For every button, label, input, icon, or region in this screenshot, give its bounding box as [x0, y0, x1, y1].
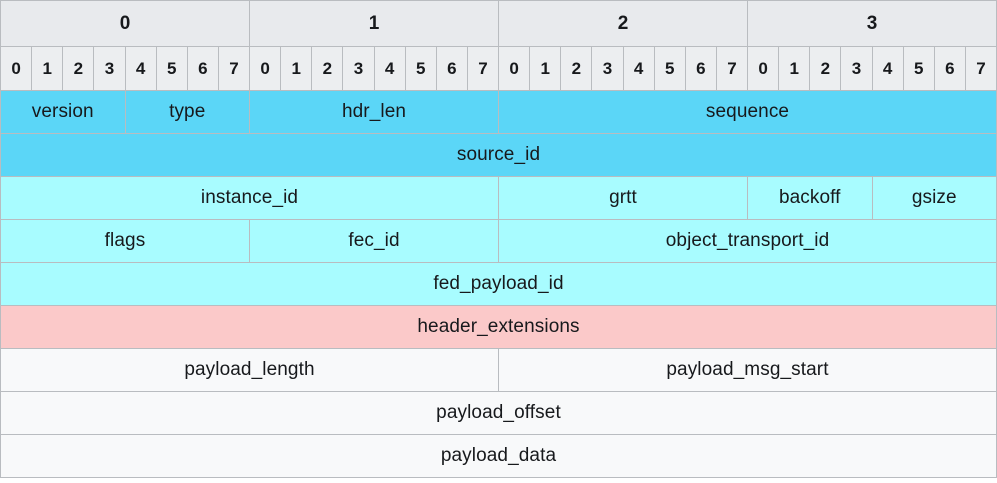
byte-offset-cell: 2	[498, 0, 748, 47]
bit-offset-cell: 6	[435, 46, 468, 91]
field-cell-flags: flags	[0, 219, 250, 263]
bit-offset-cell: 6	[684, 46, 717, 91]
bit-offset-cell: 4	[871, 46, 904, 91]
bit-offset-cell: 1	[529, 46, 562, 91]
field-cell-payload-data: payload_data	[0, 434, 997, 478]
bit-offset-cell: 1	[31, 46, 64, 91]
field-cell-gsize: gsize	[871, 176, 997, 220]
bit-offset-cell: 0	[497, 46, 531, 91]
field-cell-payload-offset: payload_offset	[0, 391, 997, 435]
bit-offset-cell: 5	[902, 46, 935, 91]
bit-offset-cell: 2	[809, 46, 842, 91]
field-cell-source-id: source_id	[0, 133, 997, 177]
bit-offset-cell: 1	[778, 46, 811, 91]
packet-field-row: fed_payload_id	[0, 262, 997, 306]
byte-offset-cell: 0	[0, 0, 250, 47]
field-cell-grtt: grtt	[498, 176, 748, 220]
bit-offset-cell: 2	[560, 46, 593, 91]
packet-field-row: payload_data	[0, 434, 997, 478]
bit-offset-cell: 0	[248, 46, 282, 91]
bit-offset-cell: 2	[62, 46, 95, 91]
bit-offset-cell: 1	[280, 46, 313, 91]
bit-offset-cell: 4	[373, 46, 406, 91]
field-cell-fec-id: fec_id	[249, 219, 499, 263]
field-cell-instance-id: instance_id	[0, 176, 499, 220]
bit-offset-cell: 0	[746, 46, 780, 91]
bit-offset-cell: 6	[186, 46, 219, 91]
packet-field-row: payload_offset	[0, 391, 997, 435]
bit-offset-cell: 7	[217, 46, 251, 91]
bit-offset-cell: 3	[840, 46, 873, 91]
field-cell-backoff: backoff	[747, 176, 873, 220]
bit-offset-cell: 3	[591, 46, 624, 91]
packet-field-row: header_extensions	[0, 305, 997, 349]
bit-offset-cell: 7	[964, 46, 997, 91]
bit-offset-cell: 7	[466, 46, 500, 91]
byte-offset-cell: 3	[747, 0, 997, 47]
bit-offset-cell: 4	[124, 46, 157, 91]
field-cell-version: version	[0, 90, 126, 134]
bit-offset-cell: 4	[622, 46, 655, 91]
field-cell-payload-length: payload_length	[0, 348, 499, 392]
field-cell-fed-payload-id: fed_payload_id	[0, 262, 997, 306]
field-cell-object-transport-id: object_transport_id	[498, 219, 997, 263]
bit-offset-cell: 5	[653, 46, 686, 91]
packet-field-row: source_id	[0, 133, 997, 177]
bit-offset-cell: 2	[311, 46, 344, 91]
bit-offset-cell: 0	[0, 46, 33, 91]
bit-offset-cell: 7	[715, 46, 749, 91]
byte-offset-cell: 1	[249, 0, 499, 47]
field-cell-payload-msg-start: payload_msg_start	[498, 348, 997, 392]
bit-offset-cell: 5	[155, 46, 188, 91]
bit-offset-cell: 3	[93, 46, 126, 91]
field-cell-type: type	[124, 90, 250, 134]
field-cell-hdr-len: hdr_len	[249, 90, 499, 134]
bit-offset-cell: 6	[933, 46, 966, 91]
field-cell-header-extensions: header_extensions	[0, 305, 997, 349]
bit-offset-cell: 5	[404, 46, 437, 91]
bit-offset-cell: 3	[342, 46, 375, 91]
field-cell-sequence: sequence	[498, 90, 997, 134]
